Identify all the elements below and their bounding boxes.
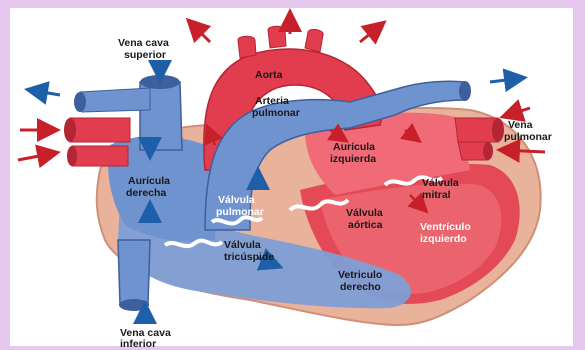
- inferior-vena-cava: [118, 240, 150, 305]
- label-vena-cava-inferior: Vena cava inferior: [120, 327, 171, 350]
- label-valvula-aortica: Válvula aórtica: [346, 207, 383, 231]
- svg-text:izquierda: izquierda: [330, 153, 376, 165]
- label-vena-pulmonar: Vena pulmonar: [504, 119, 552, 143]
- pulmonary-vein-left-lower: [72, 146, 128, 166]
- label-ventriculo-derecho: Vetriculo derecho: [338, 269, 382, 293]
- svg-text:aórtica: aórtica: [348, 219, 383, 231]
- svg-text:Vena: Vena: [508, 119, 533, 131]
- svg-text:tricúspide: tricúspide: [224, 251, 274, 263]
- svg-text:Arteria: Arteria: [255, 95, 289, 107]
- label-auricula-izquierda: Aurícula izquierda: [330, 141, 376, 165]
- svg-text:izquierdo: izquierdo: [420, 233, 467, 245]
- svg-text:inferior: inferior: [120, 338, 156, 350]
- svg-text:Válvula: Válvula: [218, 194, 255, 206]
- svg-text:superior: superior: [124, 49, 166, 61]
- label-vena-cava-superior: Vena cava superior: [118, 37, 169, 61]
- svg-text:Aurícula: Aurícula: [128, 175, 170, 187]
- pulmonary-vein-left-upper: [70, 118, 130, 142]
- svg-text:Válvula: Válvula: [346, 207, 383, 219]
- svg-text:pulmonar: pulmonar: [216, 206, 264, 218]
- svg-text:Ventrículo: Ventrículo: [420, 221, 471, 233]
- svg-text:Vetriculo: Vetriculo: [338, 269, 382, 281]
- svg-text:Vena cava: Vena cava: [118, 37, 169, 49]
- svg-text:pulmonar: pulmonar: [252, 107, 300, 119]
- svg-text:Aorta: Aorta: [255, 69, 283, 81]
- svg-text:Aurícula: Aurícula: [333, 141, 375, 153]
- label-aorta: Aorta: [255, 69, 283, 81]
- svg-text:Válvula: Válvula: [422, 177, 459, 189]
- pulmonary-vein-upper: [455, 118, 498, 142]
- label-arteria-pulmonar: Arteria pulmonar: [252, 95, 300, 119]
- svg-text:derecha: derecha: [126, 187, 166, 199]
- svg-text:derecho: derecho: [340, 281, 381, 293]
- label-auricula-derecha: Aurícula derecha: [126, 175, 170, 199]
- svg-text:pulmonar: pulmonar: [504, 131, 552, 143]
- label-ventriculo-izquierdo: Ventrículo izquierdo: [420, 221, 471, 245]
- svg-text:mitral: mitral: [422, 189, 451, 201]
- svg-text:Válvula: Válvula: [224, 239, 261, 251]
